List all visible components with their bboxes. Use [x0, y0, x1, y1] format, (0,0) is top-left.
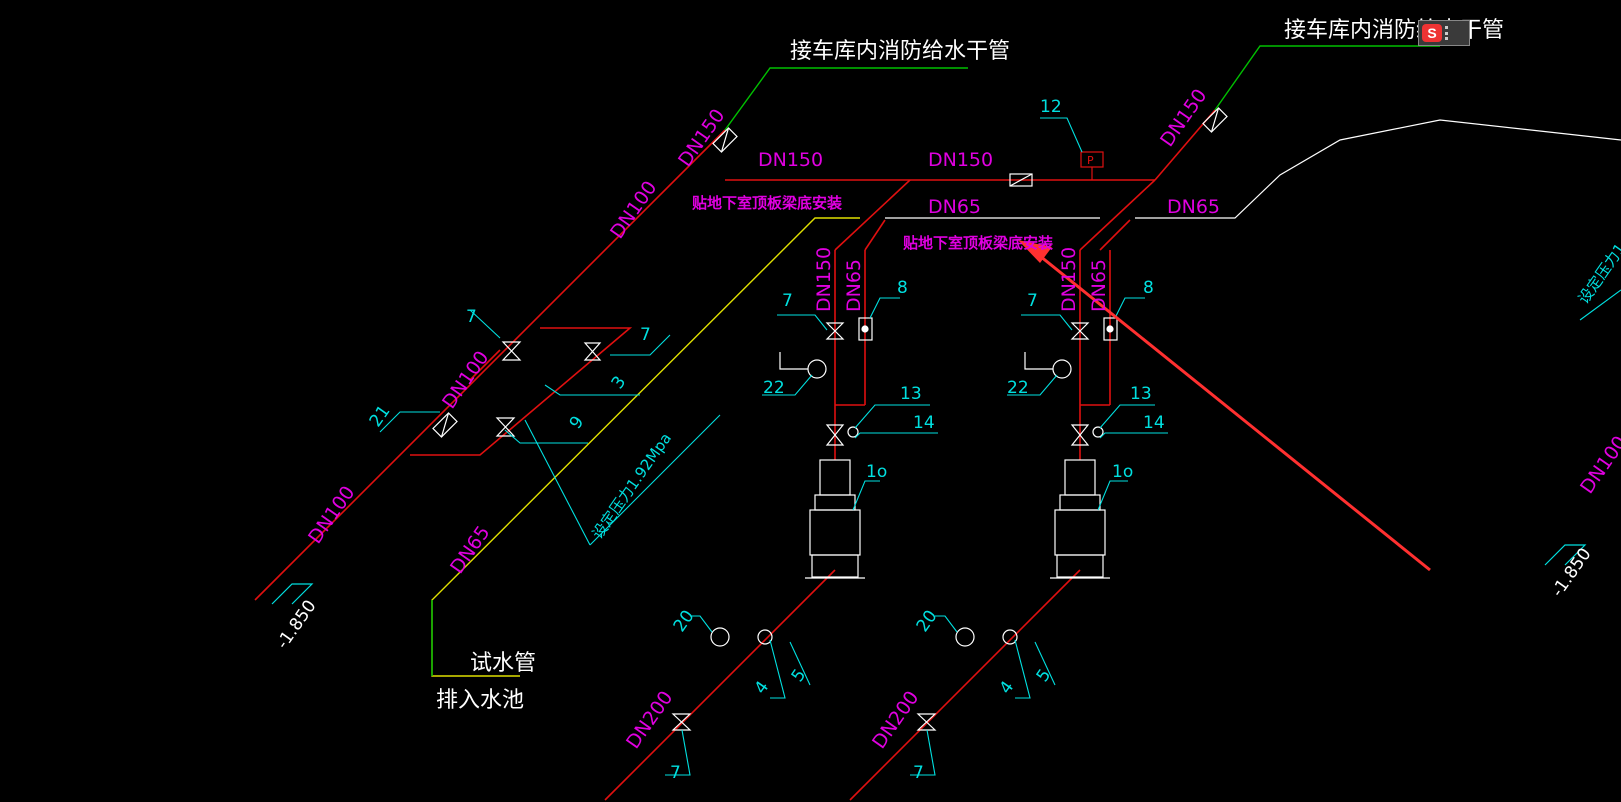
callout-4-left: 4 — [751, 678, 774, 698]
elevation-right: -1.850 — [1548, 544, 1596, 600]
label-dn65-vertical-1: DN65 — [843, 259, 865, 312]
main-pipe-label-left: 接车库内消防给水干管 — [790, 39, 1010, 64]
label-dn200-right: DN200 — [868, 687, 923, 753]
callout-13-pump1: 13 — [900, 384, 922, 404]
label-dn100-lower: DN100 — [304, 482, 359, 548]
test-pipe-label: 试水管 — [470, 651, 536, 676]
main-pipe-label-right: 接车库内消防给水干管 — [1284, 18, 1504, 43]
callout-7-bypass-b: 7 — [640, 325, 651, 345]
label-dn65-diag: DN65 — [446, 522, 494, 578]
callout-22-pump2: 22 — [1007, 378, 1029, 398]
pipe-network — [254, 109, 1216, 801]
callout-14-pump1: 14 — [913, 413, 935, 433]
drain-label: 排入水池 — [436, 688, 524, 713]
pressure-note: 设定压力1.92Mpa — [589, 430, 675, 543]
callout-4-right: 4 — [996, 678, 1019, 698]
callout-12: 12 — [1040, 97, 1062, 117]
callout-5-right: 5 — [1033, 666, 1056, 686]
label-dn65-vertical-2: DN65 — [1088, 259, 1110, 312]
label-dn150-diag-right: DN150 — [1156, 85, 1211, 151]
label-dn65-right: DN65 — [1167, 196, 1220, 218]
install-note-1: 贴地下室顶板梁底安装 — [692, 194, 843, 212]
callout-7-bypass-a: 7 — [466, 307, 477, 327]
pressure-note-right: 设定压力1. — [1575, 236, 1621, 307]
callout-5-left: 5 — [788, 666, 811, 686]
callout-13-pump2: 13 — [1130, 384, 1152, 404]
label-dn200-left: DN200 — [622, 687, 677, 753]
label-dn150-top-1: DN150 — [758, 149, 823, 171]
install-note-2: 贴地下室顶板梁底安装 — [903, 234, 1054, 252]
label-dn150-diag-left: DN150 — [674, 105, 729, 171]
test-pipe-line — [431, 45, 1621, 677]
callout-8-pump1: 8 — [897, 278, 908, 298]
callout-9: 9 — [566, 413, 589, 433]
callout-20-left: 20 — [670, 607, 699, 636]
components — [271, 107, 1587, 731]
callout-20-right: 20 — [913, 607, 942, 636]
ime-menu-icon[interactable] — [1445, 26, 1453, 40]
callout-10-pump1: 1o — [866, 462, 887, 482]
callout-10-pump2: 1o — [1112, 462, 1133, 482]
gauge-p-label: P — [1087, 154, 1094, 167]
label-dn150-vertical-1: DN150 — [813, 247, 835, 312]
ime-toolbar[interactable]: S — [1418, 20, 1470, 46]
callout-7-suction-2: 7 — [913, 763, 924, 783]
callout-21: 21 — [366, 402, 395, 431]
label-dn100-right: DN100 — [1576, 432, 1621, 498]
callout-7-pump1: 7 — [782, 291, 793, 311]
label-dn150-vertical-2: DN150 — [1058, 247, 1080, 312]
callout-14-pump2: 14 — [1143, 413, 1165, 433]
callout-7-suction-1: 7 — [670, 763, 681, 783]
label-dn100-mid: DN100 — [438, 347, 493, 413]
label-dn150-top-2: DN150 — [928, 149, 993, 171]
leader-lines — [379, 117, 1621, 776]
callout-22-pump1: 22 — [763, 378, 785, 398]
annotation-arrow — [1018, 240, 1431, 572]
elevation-left: -1.850 — [273, 596, 321, 652]
label-dn100-upper: DN100 — [606, 177, 661, 243]
label-dn65-mid: DN65 — [928, 196, 981, 218]
callout-8-pump2: 8 — [1143, 278, 1154, 298]
callout-7-pump2: 7 — [1027, 291, 1038, 311]
callout-3: 3 — [608, 373, 631, 393]
sogou-ime-icon[interactable]: S — [1422, 24, 1442, 42]
